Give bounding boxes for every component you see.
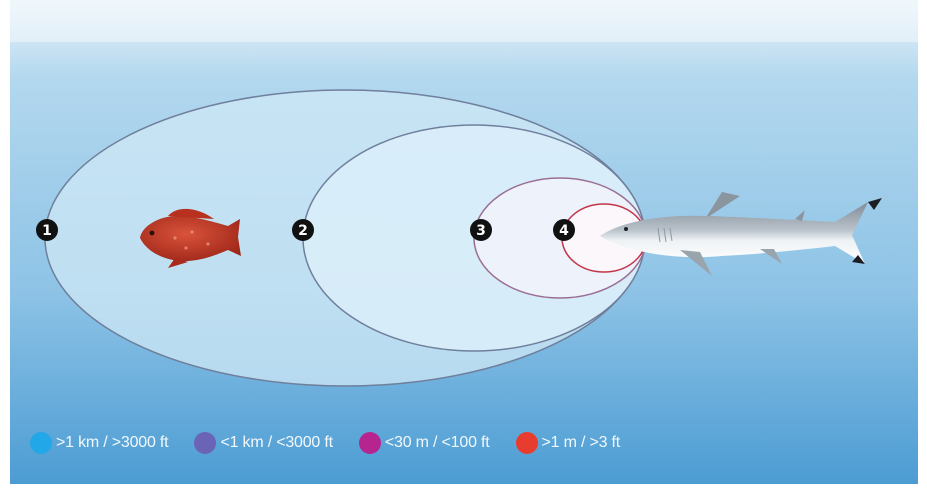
legend-item-over-1km: >1 km / >3000 ft (30, 432, 168, 454)
legend-item-under-1km: <1 km / <3000 ft (194, 432, 332, 454)
legend-dot-red-icon (516, 432, 538, 454)
legend: >1 km / >3000 ft <1 km / <3000 ft <30 m … (30, 428, 620, 458)
legend-label: >1 km / >3000 ft (56, 434, 168, 452)
legend-item-under-30m: <30 m / <100 ft (359, 432, 490, 454)
marker-2: 2 (292, 219, 314, 241)
legend-label: >1 m / >3 ft (542, 434, 621, 452)
legend-item-over-1m: >1 m / >3 ft (516, 432, 621, 454)
marker-3: 3 (470, 219, 492, 241)
marker-4: 4 (553, 219, 575, 241)
legend-dot-purple-icon (194, 432, 216, 454)
marker-4-label: 4 (559, 223, 569, 239)
legend-label: <1 km / <3000 ft (220, 434, 332, 452)
marker-2-label: 2 (298, 223, 308, 239)
legend-dot-magenta-icon (359, 432, 381, 454)
marker-3-label: 3 (476, 223, 486, 239)
marker-1-label: 1 (42, 223, 52, 239)
marker-1: 1 (36, 219, 58, 241)
legend-label: <30 m / <100 ft (385, 434, 490, 452)
legend-dot-cyan-icon (30, 432, 52, 454)
